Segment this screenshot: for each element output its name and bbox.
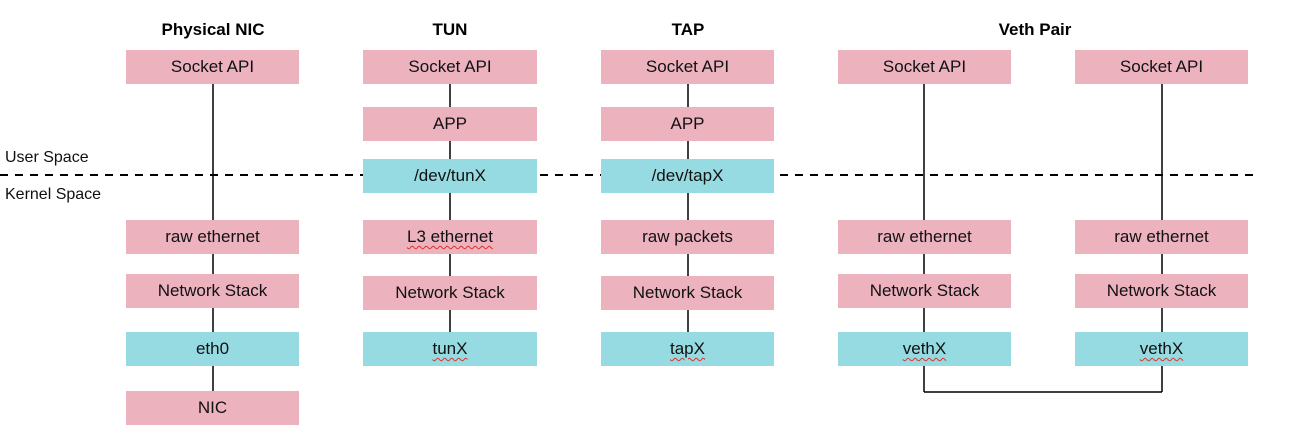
tun-socket-api-box: Socket API (363, 50, 537, 84)
box-label: NIC (197, 398, 228, 417)
veth-pair-title: Veth Pair (998, 20, 1072, 39)
box-label: raw ethernet (1114, 227, 1209, 246)
l3-ethernet-box: L3 ethernet (363, 220, 537, 254)
tun-network-stack-box: Network Stack (363, 276, 537, 310)
box-label: Socket API (170, 57, 255, 76)
nic-box: NIC (126, 391, 299, 425)
eth0-box: eth0 (126, 332, 299, 366)
tun-app-box: APP (363, 107, 537, 141)
dev-tapx-box: /dev/tapX (601, 159, 774, 193)
box-label: Socket API (1119, 57, 1204, 76)
veth-right-vethx-box: vethX (1075, 332, 1248, 366)
tunx-box: tunX (363, 332, 537, 366)
box-label: raw ethernet (165, 227, 260, 246)
tap-network-stack-box: Network Stack (601, 276, 774, 310)
box-label: eth0 (195, 339, 230, 358)
box-label: raw packets (642, 227, 733, 246)
physical-nic-title: Physical NIC (161, 20, 265, 39)
physical-socket-api-box: Socket API (126, 50, 299, 84)
veth-right-socket-api-box: Socket API (1075, 50, 1248, 84)
veth-left-vethx-box: vethX (838, 332, 1011, 366)
box-label: tunX (432, 339, 468, 358)
box-label: APP (432, 114, 468, 133)
veth-right-raw-ethernet-box: raw ethernet (1075, 220, 1248, 254)
box-label: Network Stack (395, 283, 505, 302)
box-label: Socket API (408, 57, 492, 76)
tap-socket-api-box: Socket API (601, 50, 774, 84)
box-label: Network Stack (632, 283, 743, 302)
box-label: vethX (902, 339, 947, 358)
raw-packets-box: raw packets (601, 220, 774, 254)
box-label: Network Stack (869, 281, 980, 300)
veth-left-network-stack-box: Network Stack (838, 274, 1011, 308)
box-label: Socket API (882, 57, 967, 76)
box-label: /dev/tapX (651, 166, 724, 185)
box-label: tapX (670, 339, 705, 358)
veth-right-network-stack-box: Network Stack (1075, 274, 1248, 308)
box-label: vethX (1139, 339, 1184, 358)
box-label: L3 ethernet (406, 227, 493, 246)
veth-left-socket-api-box: Socket API (838, 50, 1011, 84)
box-label: Network Stack (157, 281, 268, 300)
physical-raw-ethernet-box: raw ethernet (126, 220, 299, 254)
tapx-box: tapX (601, 332, 774, 366)
box-label: Socket API (645, 57, 730, 76)
tap-title: TAP (671, 20, 705, 39)
veth-left-raw-ethernet-box: raw ethernet (838, 220, 1011, 254)
box-label: /dev/tunX (414, 166, 486, 185)
user-space-label: User Space (5, 149, 89, 166)
box-label: raw ethernet (877, 227, 972, 246)
tap-app-box: APP (601, 107, 774, 141)
box-label: APP (670, 114, 705, 133)
dev-tunx-box: /dev/tunX (363, 159, 537, 193)
box-label: Network Stack (1106, 281, 1217, 300)
tun-title: TUN (432, 20, 468, 39)
kernel-space-label: Kernel Space (5, 186, 102, 203)
physical-network-stack-box: Network Stack (126, 274, 299, 308)
